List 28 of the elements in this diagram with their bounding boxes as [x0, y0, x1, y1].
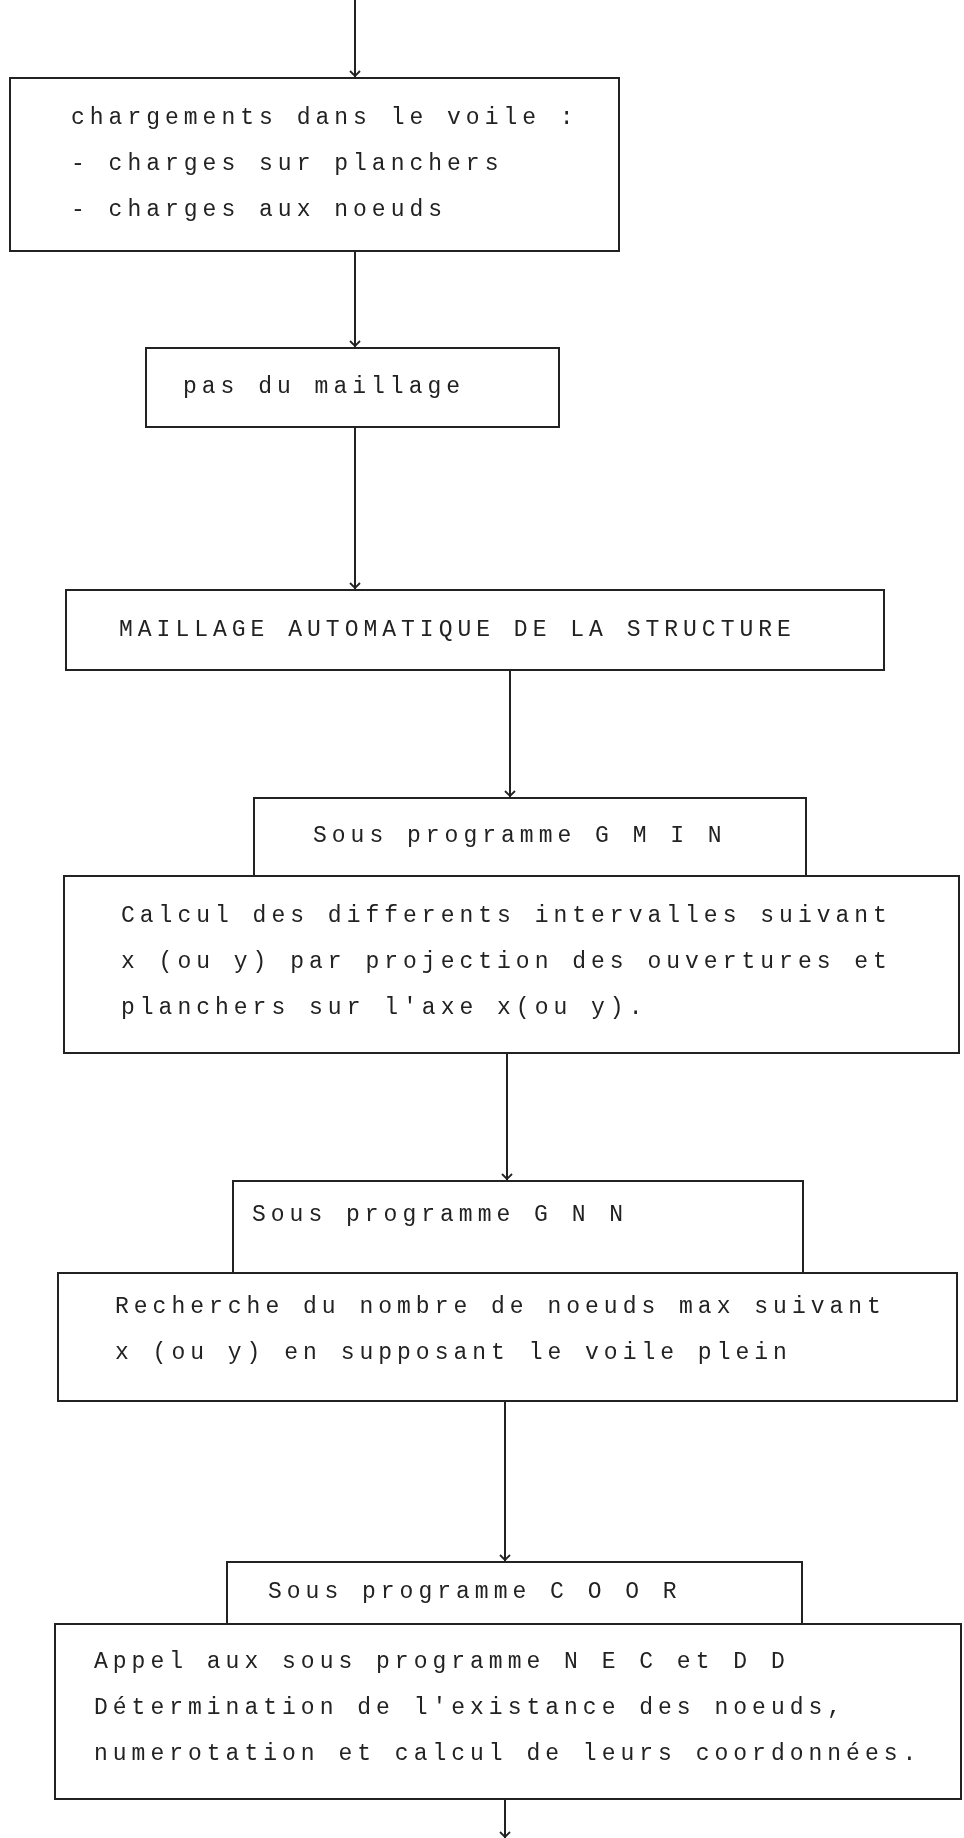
box-text: Détermination de l'existance des noeuds, numerotation et calcul de leurs coordonnées. — [94, 1694, 923, 1769]
box-text: Sous programme G M I N — [313, 822, 728, 851]
arrow — [349, 0, 361, 78]
arrow — [349, 427, 361, 590]
process-box — [65, 589, 885, 671]
arrow — [349, 251, 361, 348]
process-box — [253, 797, 807, 877]
process-box — [63, 875, 960, 1054]
box-text: pas du maillage — [183, 373, 467, 402]
process-box — [232, 1180, 804, 1274]
arrow — [499, 1799, 511, 1838]
arrow — [504, 670, 516, 798]
process-box — [57, 1272, 958, 1402]
process-box — [226, 1561, 803, 1625]
box-text: Sous programme G N N — [252, 1201, 630, 1230]
process-box — [54, 1623, 962, 1800]
process-box — [145, 347, 560, 428]
box-text: Sous programme C O O R — [268, 1578, 683, 1607]
box-text: MAILLAGE AUTOMATIQUE DE LA STRUCTURE — [119, 616, 797, 645]
arrow — [499, 1401, 511, 1562]
box-text: Recherche du nombre de noeuds max suivant x (ou y) en supposant le voile plein — [115, 1293, 887, 1368]
box-text: Calcul des differents intervalles suivant x (ou y) par projection des ouvertures et planchers sur l'axe x(ou y). — [121, 902, 893, 1023]
arrow — [501, 1053, 513, 1181]
box-text: chargements dans le voile : — [71, 104, 580, 133]
box-text: Appel aux sous programme N E C et D D — [94, 1648, 791, 1677]
box-text: - charges aux noeuds — [71, 196, 449, 225]
process-box — [9, 77, 620, 252]
box-text: - charges sur planchers — [71, 150, 505, 179]
